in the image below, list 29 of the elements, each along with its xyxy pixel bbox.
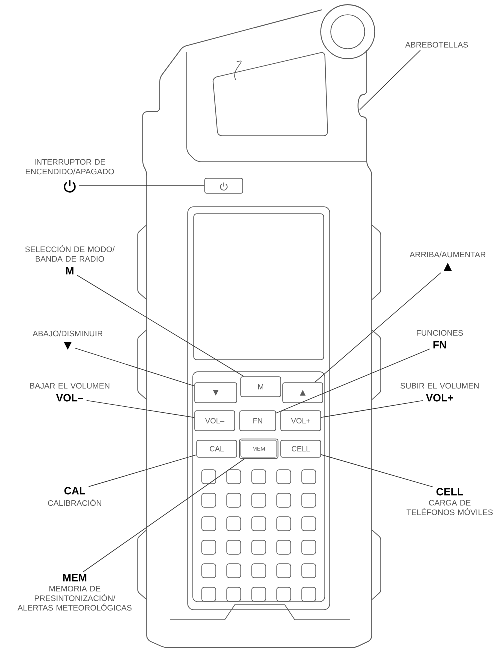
leader-line bbox=[83, 458, 245, 572]
callout-label: BAJAR EL VOLUMEN bbox=[30, 383, 110, 389]
button-name: VOL+ bbox=[426, 394, 454, 402]
callout-label: SELECCIÓN DE MODO/ BANDA DE RADIO bbox=[25, 245, 115, 262]
leader-line bbox=[86, 400, 195, 418]
radio-button bbox=[204, 178, 244, 194]
button-name: CELL bbox=[436, 488, 464, 496]
power-icon bbox=[64, 180, 76, 193]
callout-label: CARGA DE TELÉFONOS MÓVILES bbox=[406, 500, 493, 516]
button-name: ▲ bbox=[444, 263, 452, 272]
callout-label: INTERRUPTOR DE ENCENDIDO/APAGADO bbox=[26, 159, 114, 175]
button-name: M bbox=[66, 267, 74, 275]
callout-label: ABAJO/DISMINUIR bbox=[32, 330, 103, 337]
callout-label: MEMORIA DE PRESINTONIZACIÓN/ ALERTAS METEOROLÓGICAS bbox=[18, 586, 132, 611]
leader-line bbox=[276, 348, 430, 414]
callout-label: ARRIBA/AUMENTAR bbox=[410, 252, 486, 258]
callout-label: CALIBRACIÓN bbox=[48, 499, 102, 506]
leader-line bbox=[360, 50, 421, 110]
button-name: CAL bbox=[64, 487, 86, 495]
button-name: VOL– bbox=[56, 394, 84, 402]
button-name: FN bbox=[434, 341, 446, 349]
leader-line bbox=[74, 348, 195, 387]
callout-label: SUBIR EL VOLUMEN bbox=[400, 383, 479, 389]
part-label: ABREBOTELLAS bbox=[405, 42, 468, 48]
leader-line bbox=[314, 272, 442, 383]
callout-label: FUNCIONES bbox=[417, 330, 464, 336]
button-name: MEM bbox=[63, 574, 87, 582]
leader-line bbox=[321, 400, 424, 418]
button-name: ▼ bbox=[64, 342, 72, 350]
